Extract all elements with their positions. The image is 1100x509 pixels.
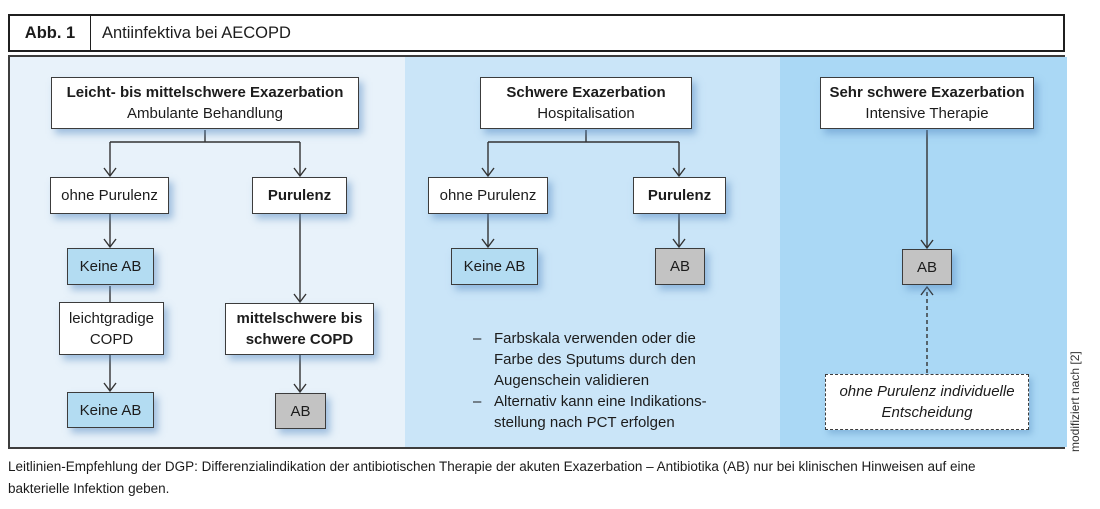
node-no-ab-outpatient-2: Keine AB — [67, 392, 154, 428]
caption-line: bakterielle Infektion geben. — [8, 480, 170, 496]
figure-number: Abb. 1 — [10, 16, 91, 50]
node-no-purulence-outpatient: ohne Purulenz — [50, 177, 169, 214]
note-text: Farbskala verwenden oder die Farbe des S… — [494, 330, 696, 389]
node-severe-exacerbation: Schwere Exazerbation Hospitalisation — [480, 77, 692, 129]
node-no-ab-outpatient-1: Keine AB — [67, 248, 154, 285]
figure-header: Abb. 1 Antiinfektiva bei AECOPD — [8, 14, 1065, 52]
node-mild-copd: leichtgradige COPD — [59, 302, 164, 355]
node-very-severe-exacerbation: Sehr schwere Exazerbation Intensive Ther… — [820, 77, 1034, 129]
sputum-notes: – Farbskala verwenden oder die Farbe des… — [473, 328, 743, 433]
flowchart: Leicht- bis mittelschwere Exazerbation A… — [8, 55, 1067, 449]
note-dash: – — [473, 330, 482, 347]
note-item: – Alternativ kann eine Indikations- stel… — [473, 391, 743, 433]
connector-lines — [103, 130, 934, 394]
node-ab-hospital: AB — [655, 248, 705, 285]
node-purulence-outpatient: Purulenz — [252, 177, 347, 214]
note-dash: – — [473, 393, 482, 410]
node-mild-exacerbation: Leicht- bis mittelschwere Exazerbation A… — [51, 77, 359, 129]
node-ab-outpatient: AB — [275, 393, 326, 429]
figure-title: Antiinfektiva bei AECOPD — [102, 23, 291, 42]
node-no-ab-hospital: Keine AB — [451, 248, 538, 285]
note-text: Alternativ kann eine Indikations- stellu… — [494, 393, 707, 431]
figure-caption: Leitlinien-Empfehlung der DGP: Differenz… — [8, 456, 1088, 499]
node-purulence-hospital: Purulenz — [633, 177, 726, 214]
node-ab-intensive: AB — [902, 249, 952, 285]
node-individual-decision: ohne Purulenz individuelle Entscheidung — [825, 374, 1029, 430]
node-moderate-severe-copd: mittelschwere bis schwere COPD — [225, 303, 374, 355]
note-item: – Farbskala verwenden oder die Farbe des… — [473, 328, 743, 391]
node-no-purulence-hospital: ohne Purulenz — [428, 177, 548, 214]
source-credit: modifiziert nach [2] — [1068, 351, 1082, 452]
caption-line: Leitlinien-Empfehlung der DGP: Differenz… — [8, 459, 976, 474]
